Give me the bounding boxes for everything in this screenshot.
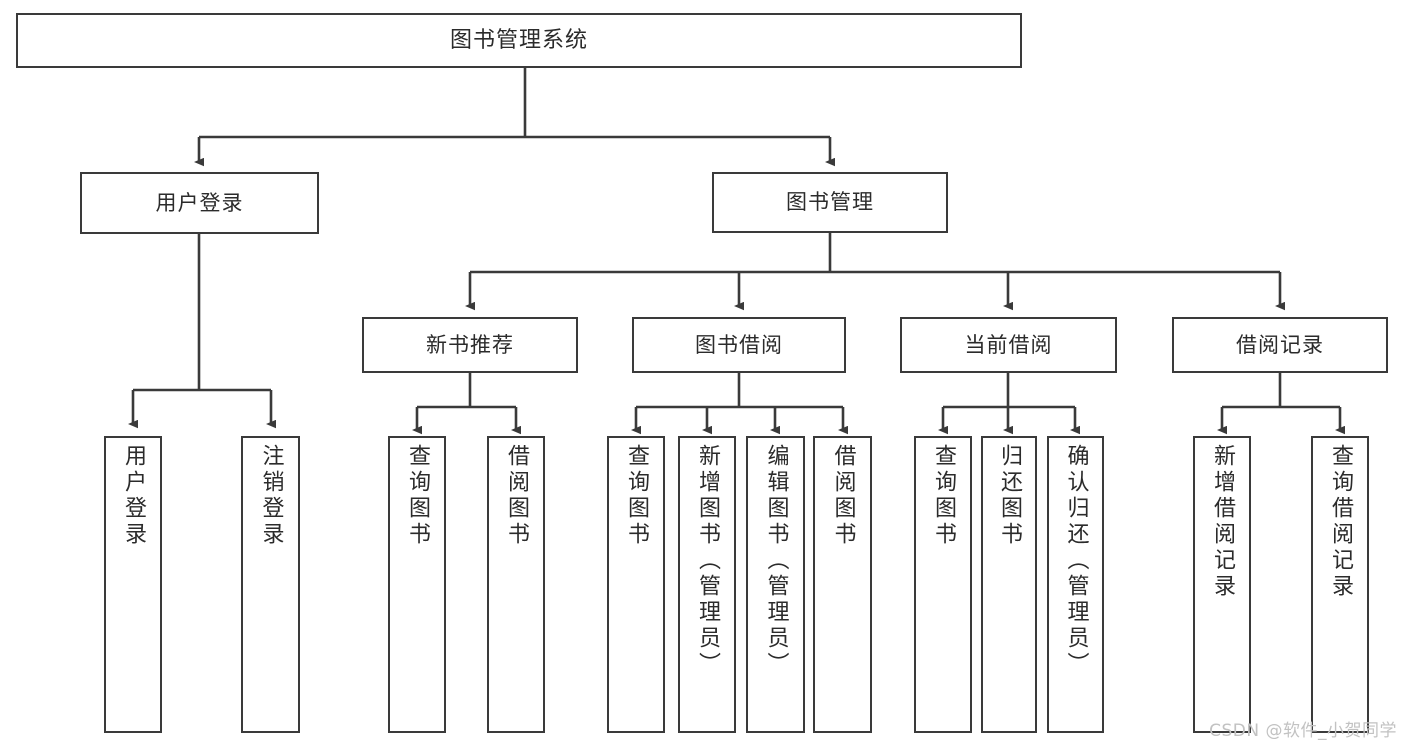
watermark-text: CSDN @软件_小贺同学 <box>1209 721 1397 741</box>
node-root-book-management-system[interactable]: 图书管理系统 <box>16 13 1022 68</box>
node-user-login[interactable]: 用户登录 <box>80 172 319 234</box>
node-label: 借阅图书 <box>830 444 856 548</box>
node-label: 归还图书 <box>997 444 1022 548</box>
node-label: 图书借阅 <box>695 332 783 357</box>
node-leaf-logout-login[interactable]: 注销登录 <box>241 436 300 733</box>
node-label: 新书推荐 <box>426 332 514 357</box>
node-label: 图书管理系统 <box>449 27 588 53</box>
node-label: 新增图书（管理员） <box>695 444 720 678</box>
node-label: 用户登录 <box>155 190 244 215</box>
node-leaf-add-book-admin[interactable]: 新增图书（管理员） <box>678 436 736 733</box>
node-book-borrow[interactable]: 图书借阅 <box>632 317 846 373</box>
node-leaf-query-book-1[interactable]: 查询图书 <box>388 436 446 733</box>
node-current-borrow[interactable]: 当前借阅 <box>900 317 1117 373</box>
node-label: 确认归还（管理员） <box>1063 444 1089 678</box>
node-leaf-query-borrow-record[interactable]: 查询借阅记录 <box>1311 436 1369 733</box>
node-leaf-user-login[interactable]: 用户登录 <box>104 436 162 733</box>
node-label: 当前借阅 <box>964 332 1053 357</box>
node-leaf-borrow-book-1[interactable]: 借阅图书 <box>487 436 545 733</box>
node-label: 注销登录 <box>258 444 284 548</box>
node-leaf-confirm-return-admin[interactable]: 确认归还（管理员） <box>1047 436 1104 733</box>
node-leaf-borrow-book-2[interactable]: 借阅图书 <box>813 436 872 733</box>
node-leaf-return-book[interactable]: 归还图书 <box>981 436 1037 733</box>
node-label: 查询图书 <box>624 444 649 548</box>
node-label: 用户登录 <box>121 444 146 548</box>
node-leaf-query-book-3[interactable]: 查询图书 <box>914 436 972 733</box>
node-label: 借阅图书 <box>504 444 529 548</box>
node-book-management[interactable]: 图书管理 <box>712 172 948 233</box>
node-label: 新增借阅记录 <box>1210 444 1235 600</box>
node-label: 图书管理 <box>786 190 874 215</box>
node-label: 查询图书 <box>405 444 430 548</box>
node-label: 查询借阅记录 <box>1328 444 1353 600</box>
node-borrow-record[interactable]: 借阅记录 <box>1172 317 1388 373</box>
node-leaf-add-borrow-record[interactable]: 新增借阅记录 <box>1193 436 1251 733</box>
node-label: 借阅记录 <box>1236 332 1324 357</box>
node-label: 编辑图书（管理员） <box>763 444 789 678</box>
node-label: 查询图书 <box>931 444 956 548</box>
node-leaf-query-book-2[interactable]: 查询图书 <box>607 436 665 733</box>
node-new-book-recommend[interactable]: 新书推荐 <box>362 317 578 373</box>
node-leaf-edit-book-admin[interactable]: 编辑图书（管理员） <box>746 436 805 733</box>
